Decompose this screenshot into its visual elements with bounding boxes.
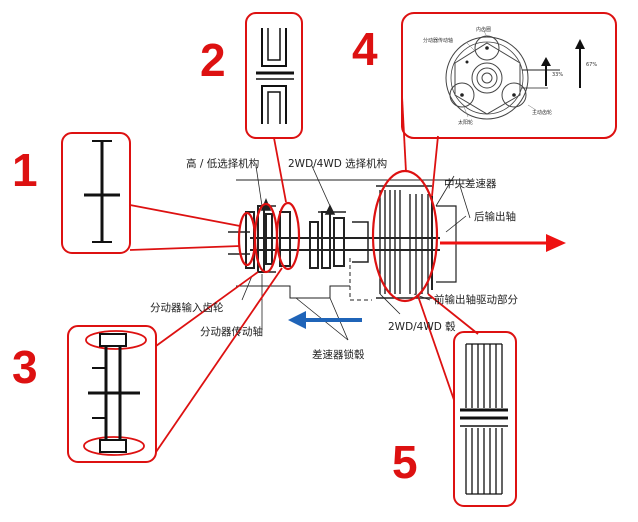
label-2wd-4wd-hub: 2WD/4WD 毂 xyxy=(388,320,456,333)
label-center-differential: 中央差速器 xyxy=(444,177,497,190)
callout-number-5: 5 xyxy=(392,436,418,488)
label-front-output-drive: 前输出轴驱动部分 xyxy=(434,293,518,306)
inset-box-3 xyxy=(67,325,157,463)
callout-number-1: 1 xyxy=(12,144,38,196)
transfer-case-mechanism xyxy=(228,165,471,341)
inset-box-4-planetary: 内齿圈 分动器传动轴 太阳轮 主动齿轮 33% 67% xyxy=(401,12,617,139)
label-transfer-input-gear: 分动器输入齿轮 xyxy=(150,301,224,314)
inset-box-1 xyxy=(61,132,131,254)
label-high-low-selector: 高 / 低选择机构 xyxy=(186,157,259,170)
label-transfer-drive-shaft: 分动器传动轴 xyxy=(200,325,263,338)
label-2wd-4wd-selector: 2WD/4WD 选择机构 xyxy=(288,157,387,170)
inset-box-2 xyxy=(245,12,303,139)
label-rear-output-shaft: 后输出轴 xyxy=(474,210,516,223)
callout-number-4: 4 xyxy=(352,23,378,75)
callout-number-3: 3 xyxy=(12,341,38,393)
rear-output-arrow xyxy=(440,234,566,252)
label-differential-lock-hub: 差速器锁毂 xyxy=(312,348,365,361)
front-output-arrow xyxy=(288,311,362,329)
planetary-drive-shaft-label: 分动器传动轴 xyxy=(423,37,453,44)
connector-lines xyxy=(129,95,479,453)
inset-box-5 xyxy=(453,331,517,507)
planetary-sun-gear-label: 太阳轮 xyxy=(458,119,473,126)
ratio-67-label: 67% xyxy=(586,62,597,68)
planetary-ring-gear-label: 内齿圈 xyxy=(476,26,491,33)
callout-number-2: 2 xyxy=(200,34,226,86)
ratio-33-label: 33% xyxy=(552,72,563,78)
highlight-ellipses xyxy=(237,169,439,303)
planetary-drive-gear-label: 主动齿轮 xyxy=(532,109,552,116)
